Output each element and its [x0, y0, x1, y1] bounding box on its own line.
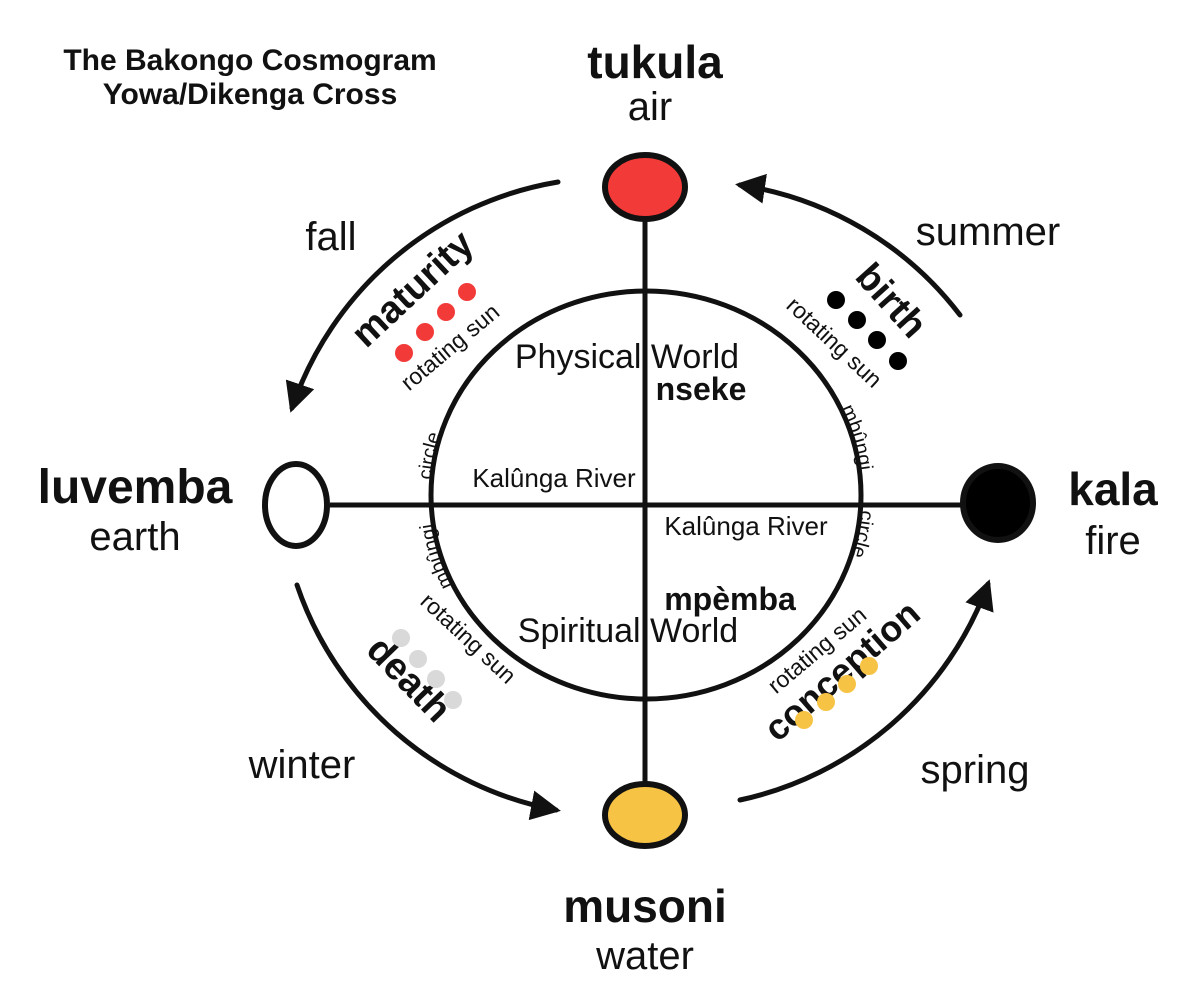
mpemba-label: mpèmba	[664, 581, 796, 617]
ring-label-mbungi-left: mbûngi	[416, 522, 457, 592]
season-label-spring: spring	[921, 748, 1030, 792]
death-dots	[392, 629, 462, 709]
cardinal-west-name: luvemba	[38, 461, 233, 514]
season-label-summer: summer	[916, 210, 1060, 254]
east-oval-black	[960, 463, 1036, 543]
birth-dots	[827, 291, 907, 370]
kalunga-river-label-left: Kalûnga River	[472, 463, 636, 493]
cardinal-south-element: water	[595, 934, 694, 978]
cardinal-south-name: musoni	[563, 880, 727, 932]
ring-label-circle-left: circle	[415, 429, 446, 480]
winter-arrow	[294, 582, 561, 821]
summer-arrow	[735, 173, 963, 318]
maturity-dots	[395, 283, 476, 362]
cardinal-west-element: earth	[89, 515, 180, 559]
west-oval-white	[262, 461, 330, 549]
diagram-title-line2: Yowa/Dikenga Cross	[103, 78, 398, 111]
fall-arrow	[285, 179, 561, 413]
conception-dots	[795, 657, 878, 729]
diagram-title-line1: The Bakongo Cosmogram	[63, 44, 436, 77]
cardinal-east-name: kala	[1068, 463, 1158, 515]
north-oval-red	[602, 152, 688, 222]
cardinal-north-name: tukula	[587, 36, 723, 88]
spring-arrow	[737, 579, 994, 803]
kalunga-river-label-right: Kalûnga River	[664, 511, 828, 541]
cardinal-east-element: fire	[1085, 519, 1141, 563]
ring-label-circle-right: circle	[847, 509, 878, 560]
season-label-fall: fall	[305, 215, 356, 259]
ring-label-mbungi-right: mbûngi	[836, 401, 876, 471]
spiritual-world-label: Spiritual World	[518, 612, 738, 650]
cardinal-north-element: air	[628, 85, 672, 129]
season-label-winter: winter	[248, 743, 356, 787]
south-oval-yellow	[602, 781, 688, 849]
nseke-label: nseke	[656, 371, 747, 407]
physical-world-label: Physical World	[515, 338, 739, 376]
